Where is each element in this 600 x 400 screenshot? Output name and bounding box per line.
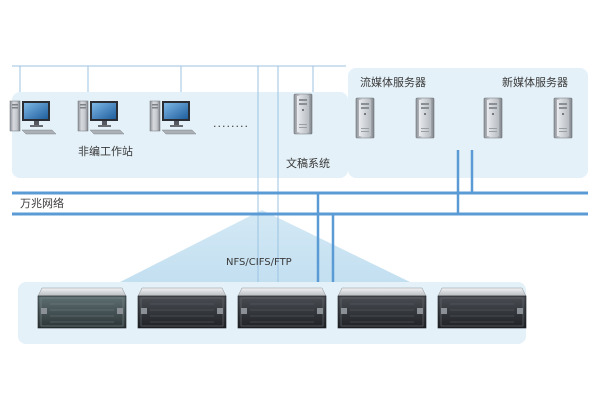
workstation-label: 非编工作站 bbox=[78, 145, 133, 158]
manuscript-server-icon bbox=[293, 93, 313, 135]
new-media-server-icon bbox=[553, 97, 573, 139]
protocols-label: NFS/CIFS/FTP bbox=[226, 257, 292, 268]
streaming-server-icon bbox=[415, 97, 435, 139]
new-media-server-icon bbox=[483, 97, 503, 139]
new-media-servers-label: 新媒体服务器 bbox=[502, 76, 568, 89]
storage-array-icon bbox=[337, 287, 427, 329]
streaming-servers-label: 流媒体服务器 bbox=[360, 76, 426, 89]
trunk-lines bbox=[257, 66, 279, 282]
manuscript-system-label: 文稿系统 bbox=[286, 157, 330, 170]
storage-array-icon bbox=[237, 287, 327, 329]
protocol-funnel bbox=[120, 210, 410, 282]
streaming-server-icon bbox=[355, 97, 375, 139]
storage-array-icon bbox=[37, 287, 127, 329]
storage-array-icon bbox=[437, 287, 527, 329]
gigabit-network-bus bbox=[12, 150, 588, 282]
media-server-panel bbox=[348, 68, 588, 178]
top-bus-line bbox=[12, 65, 346, 94]
ellipsis-label: ........ bbox=[213, 117, 249, 130]
gigabit-network-label: 万兆网络 bbox=[20, 197, 64, 210]
storage-array-icon bbox=[137, 287, 227, 329]
